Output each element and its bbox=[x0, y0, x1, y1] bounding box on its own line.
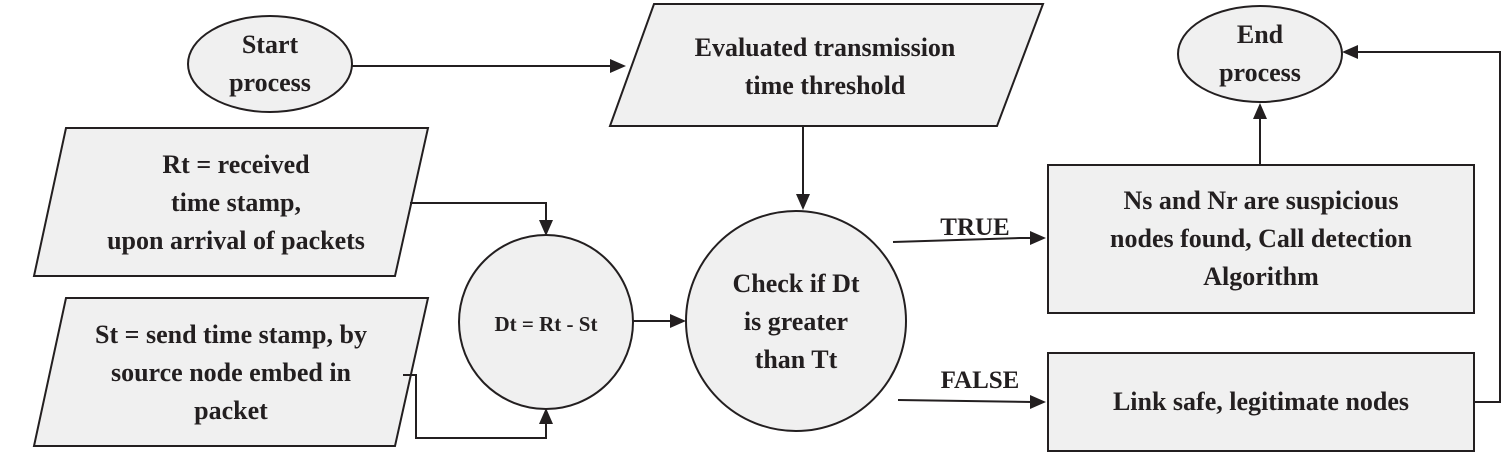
received-line-2: time stamp, bbox=[171, 188, 301, 218]
arrowhead-end-right bbox=[1342, 45, 1358, 59]
received-line-3: upon arrival of packets bbox=[107, 225, 365, 255]
true-edge-label: TRUE bbox=[940, 213, 1010, 241]
suspicious-nodes-label: Ns and Nr are suspicious nodes found, Ca… bbox=[1052, 176, 1470, 302]
start-process-ellipse bbox=[187, 15, 353, 113]
send-line-1: St = send time stamp, by bbox=[95, 320, 367, 350]
link-safe-box bbox=[1047, 352, 1475, 452]
link-safe-label: Link safe, legitimate nodes bbox=[1052, 372, 1470, 432]
end-line-2: process bbox=[1219, 58, 1301, 87]
arrow-link-safe-to-end bbox=[1358, 51, 1501, 403]
received-timestamp-parallelogram bbox=[32, 127, 430, 277]
arrow-send-to-difference bbox=[403, 374, 547, 439]
suspicious-nodes-box bbox=[1047, 164, 1475, 314]
difference-label: Dt = Rt - St bbox=[466, 304, 626, 344]
check-line-1: Check if Dt bbox=[732, 269, 860, 299]
arrow-false-branch bbox=[897, 399, 1033, 403]
arrowhead-evaluate bbox=[610, 59, 626, 73]
send-line-3: packet bbox=[194, 395, 268, 425]
arrow-true-branch bbox=[892, 237, 1032, 243]
arrowhead-difference-bottom bbox=[539, 408, 553, 424]
check-line-2: is greater bbox=[743, 307, 849, 337]
suspicious-line-1: Ns and Nr are suspicious bbox=[1123, 186, 1399, 216]
check-decision-label: Check if Dt is greater than Tt bbox=[706, 262, 886, 382]
suspicious-line-2: nodes found, Call detection bbox=[1110, 224, 1412, 254]
received-line-1: Rt = received bbox=[162, 150, 310, 180]
arrowhead-suspicious bbox=[1030, 231, 1046, 245]
arrowhead-difference-top bbox=[539, 220, 553, 236]
evaluate-line-1: Evaluated transmission bbox=[694, 33, 956, 63]
arrowhead-end-bottom bbox=[1253, 103, 1267, 119]
evaluate-threshold-parallelogram bbox=[608, 3, 1045, 127]
check-line-3: than Tt bbox=[754, 344, 838, 374]
start-line-1: Start bbox=[241, 30, 299, 60]
received-timestamp-label: Rt = received time stamp, upon arrival o… bbox=[56, 140, 416, 266]
end-process-label: End process bbox=[1180, 8, 1340, 100]
send-timestamp-parallelogram bbox=[32, 297, 430, 447]
suspicious-line-3: Algorithm bbox=[1203, 261, 1319, 291]
end-line-1: End bbox=[1236, 20, 1284, 50]
start-process-label: Start process bbox=[190, 18, 350, 110]
arrowhead-check-left bbox=[670, 314, 686, 328]
evaluate-threshold-label: Evaluated transmission time threshold bbox=[630, 22, 1020, 112]
safe-line-1: Link safe, legitimate nodes bbox=[1112, 387, 1410, 417]
send-line-2: source node embed in bbox=[110, 358, 351, 388]
arrow-received-to-difference bbox=[410, 202, 547, 222]
arrowhead-link-safe bbox=[1030, 395, 1046, 409]
start-line-2: process bbox=[229, 68, 311, 97]
arrowhead-check-top bbox=[796, 194, 810, 210]
send-timestamp-label: St = send time stamp, by source node emb… bbox=[46, 310, 416, 436]
evaluate-line-2: time threshold bbox=[744, 71, 906, 100]
difference-line-1: Dt = Rt - St bbox=[494, 311, 598, 336]
false-edge-label: FALSE bbox=[940, 366, 1020, 394]
end-process-ellipse bbox=[1177, 5, 1343, 103]
